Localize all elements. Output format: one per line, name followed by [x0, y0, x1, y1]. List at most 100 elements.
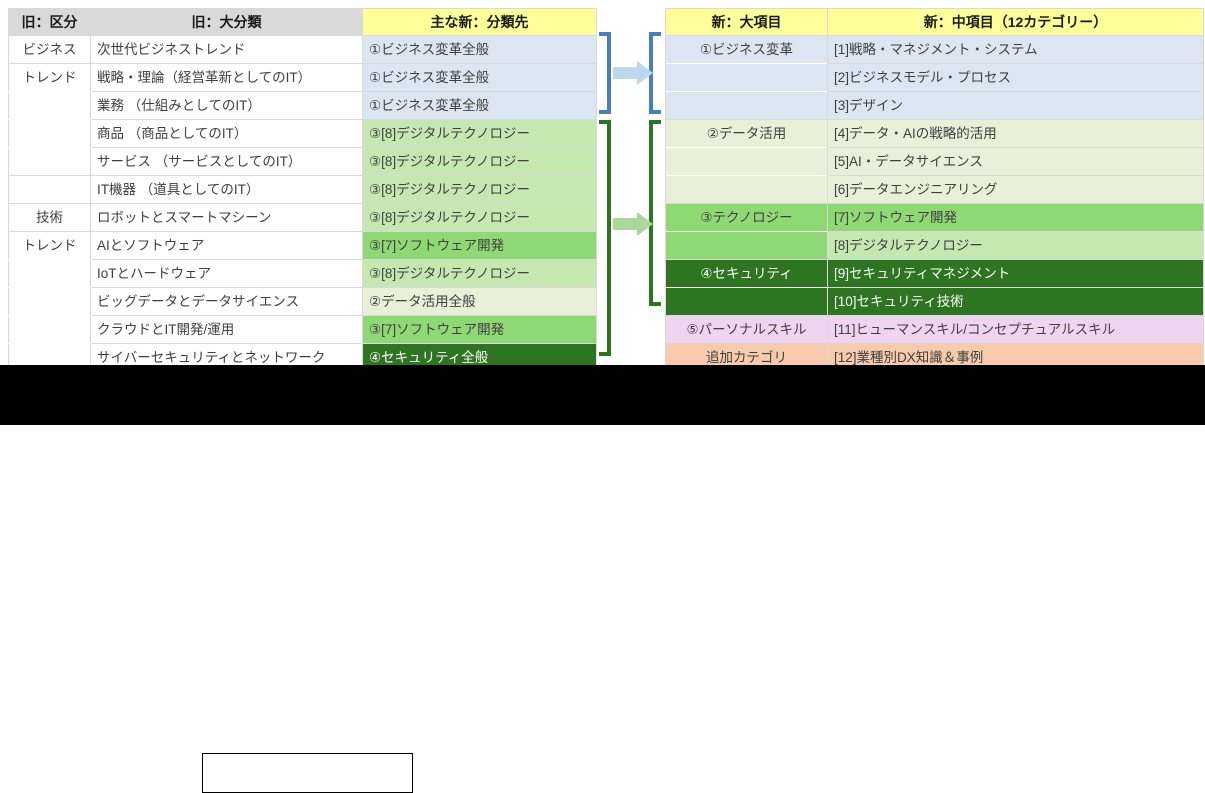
table-row: [2]ビジネスモデル・プロセス — [665, 63, 1204, 92]
new-minor-cell: [4]データ・AIの戦略的活用 — [827, 119, 1204, 148]
old-section-cell — [8, 91, 91, 120]
old-category-cell: 業務 （仕組みとしてのIT） — [90, 91, 363, 120]
arrow-shaft — [613, 67, 639, 79]
business-bracket-left — [597, 32, 611, 114]
table-row: ②データ活用[4]データ・AIの戦略的活用 — [665, 119, 1204, 148]
new-major-cell: ④セキュリティ — [665, 259, 828, 288]
table-row: ⑤パーソナルスキル[11]ヒューマンスキル/コンセプチュアルスキル — [665, 315, 1204, 344]
old-category-cell: ビッグデータとデータサイエンス — [90, 287, 363, 316]
old-category-cell: 戦略・理論（経営革新としてのIT） — [90, 63, 363, 92]
bracket-tip-bottom — [649, 302, 661, 306]
new-major-cell — [665, 147, 828, 176]
connector-group — [595, 0, 667, 368]
new-target-cell: ③[7]ソフトウェア開発 — [362, 231, 597, 260]
table-row: サービス （サービスとしてのIT）③[8]デジタルテクノロジー — [8, 147, 597, 176]
new-major-cell: ①ビジネス変革 — [665, 35, 828, 64]
new-target-cell: ①ビジネス変革全般 — [362, 35, 597, 64]
old-category-cell: サービス （サービスとしてのIT） — [90, 147, 363, 176]
new-minor-cell: [9]セキュリティマネジメント — [827, 259, 1204, 288]
table-row: ④セキュリティ[9]セキュリティマネジメント — [665, 259, 1204, 288]
arrow-head — [637, 212, 653, 236]
old-section-cell — [8, 259, 91, 288]
table-row: [8]デジタルテクノロジー — [665, 231, 1204, 260]
table-row: トレンド戦略・理論（経営革新としてのIT）①ビジネス変革全般 — [8, 63, 597, 92]
old-section-cell: 技術 — [8, 203, 91, 232]
table-row: IT機器 （道具としてのIT）③[8]デジタルテクノロジー — [8, 175, 597, 204]
bottom-black-band — [0, 368, 1205, 793]
new-target-cell: ①ビジネス変革全般 — [362, 91, 597, 120]
bracket-tip-bottom — [599, 352, 611, 356]
old-section-cell — [8, 287, 91, 316]
new-major-cell — [665, 91, 828, 120]
new-target-cell: ③[8]デジタルテクノロジー — [362, 259, 597, 288]
table-row: [10]セキュリティ技術 — [665, 287, 1204, 316]
new-target-cell: ③[8]デジタルテクノロジー — [362, 175, 597, 204]
old-section-cell — [8, 119, 91, 148]
header-old-category: 旧：大分類 — [90, 8, 363, 36]
new-target-cell: ③[8]デジタルテクノロジー — [362, 203, 597, 232]
table-row: 業務 （仕組みとしてのIT）①ビジネス変革全般 — [8, 91, 597, 120]
blank-white-card — [202, 753, 413, 793]
new-major-cell — [665, 287, 828, 316]
old-section-cell — [8, 147, 91, 176]
left-table-header-row: 旧：区分 旧：大分類 主な新：分類先 — [8, 8, 597, 36]
old-section-cell — [8, 175, 91, 204]
technology-arrow-icon — [613, 212, 653, 236]
right-table-header-row: 新：大項目 新：中項目（12カテゴリー） — [665, 8, 1204, 36]
new-major-cell: ⑤パーソナルスキル — [665, 315, 828, 344]
table-row: [6]データエンジニアリング — [665, 175, 1204, 204]
new-minor-cell: [5]AI・データサイエンス — [827, 147, 1204, 176]
new-major-cell: ②データ活用 — [665, 119, 828, 148]
old-category-cell: IT機器 （道具としてのIT） — [90, 175, 363, 204]
bracket-tip-bottom — [599, 110, 611, 114]
old-category-cell: IoTとハードウェア — [90, 259, 363, 288]
bracket-tip-top — [599, 120, 611, 124]
new-major-cell — [665, 231, 828, 260]
new-target-cell: ③[8]デジタルテクノロジー — [362, 147, 597, 176]
old-category-cell: クラウドとIT開発/運用 — [90, 315, 363, 344]
new-minor-cell: [6]データエンジニアリング — [827, 175, 1204, 204]
old-category-cell: 商品 （商品としてのIT） — [90, 119, 363, 148]
new-classification-table: 新：大項目 新：中項目（12カテゴリー） ①ビジネス変革[1]戦略・マネジメント… — [665, 8, 1204, 372]
header-old-section: 旧：区分 — [8, 8, 91, 36]
old-category-cell: ロボットとスマートマシーン — [90, 203, 363, 232]
new-minor-cell: [11]ヒューマンスキル/コンセプチュアルスキル — [827, 315, 1204, 344]
band-divider — [0, 365, 1205, 368]
table-row: [5]AI・データサイエンス — [665, 147, 1204, 176]
old-section-cell: トレンド — [8, 231, 91, 260]
header-new-major: 新：大項目 — [665, 8, 828, 36]
old-category-cell: 次世代ビジネストレンド — [90, 35, 363, 64]
bracket-tip-top — [599, 32, 611, 36]
new-major-cell — [665, 175, 828, 204]
new-target-cell: ①ビジネス変革全般 — [362, 63, 597, 92]
table-row: ③テクノロジー[7]ソフトウェア開発 — [665, 203, 1204, 232]
old-section-cell — [8, 315, 91, 344]
bracket-stem — [607, 32, 611, 114]
new-minor-cell: [3]デザイン — [827, 91, 1204, 120]
table-row: [3]デザイン — [665, 91, 1204, 120]
bracket-tip-bottom — [649, 110, 661, 114]
new-minor-cell: [8]デジタルテクノロジー — [827, 231, 1204, 260]
bracket-stem — [607, 120, 611, 356]
new-minor-cell: [10]セキュリティ技術 — [827, 287, 1204, 316]
arrow-head — [637, 61, 653, 85]
business-arrow-icon — [613, 61, 653, 85]
new-minor-cell: [1]戦略・マネジメント・システム — [827, 35, 1204, 64]
technology-bracket-left — [597, 120, 611, 356]
old-section-cell: ビジネス — [8, 35, 91, 64]
new-target-cell: ②データ活用全般 — [362, 287, 597, 316]
new-minor-cell: [2]ビジネスモデル・プロセス — [827, 63, 1204, 92]
new-major-cell: ③テクノロジー — [665, 203, 828, 232]
bracket-tip-top — [649, 120, 661, 124]
header-new-target: 主な新：分類先 — [362, 8, 597, 36]
old-section-cell: トレンド — [8, 63, 91, 92]
header-new-minor: 新：中項目（12カテゴリー） — [827, 8, 1204, 36]
new-target-cell: ③[7]ソフトウェア開発 — [362, 315, 597, 344]
